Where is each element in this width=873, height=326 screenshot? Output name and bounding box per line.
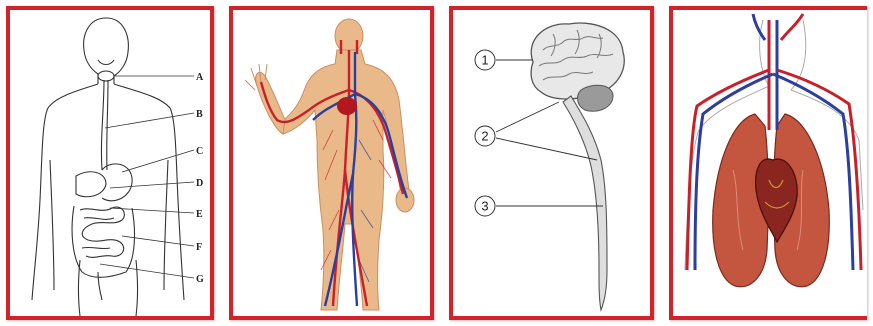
esophagus [101,80,104,170]
label-3: 3 [481,199,488,214]
circulatory-system-panel [229,6,434,320]
label-g: G [196,274,204,285]
label-e: E [196,209,203,220]
label-c: C [196,146,203,157]
rectum [98,272,102,300]
body-silhouette [245,19,414,310]
cerebellum [578,85,613,111]
label-d: D [196,178,203,189]
label-a: A [196,72,204,83]
label-1: 1 [481,53,488,68]
label-b: B [196,109,203,120]
digestive-system-panel: A B C D E F G [6,6,214,320]
heart [337,97,357,115]
small-intestine [80,207,124,257]
digestive-system-illustration: A B C D E F G [10,10,210,316]
spinal-cord [563,96,607,310]
nervous-system-illustration: 1 2 3 [453,10,650,316]
label-f: F [196,242,202,253]
brain [531,23,624,111]
circulatory-system-illustration [233,10,430,316]
body-outline-left [32,84,98,300]
heart-lungs-panel [669,6,867,320]
large-intestine [72,206,134,277]
nervous-system-panel: 1 2 3 [449,6,654,320]
liver [76,172,106,197]
head-outline [84,18,106,84]
label-2: 2 [481,129,488,144]
heart-lungs-illustration [673,10,867,316]
